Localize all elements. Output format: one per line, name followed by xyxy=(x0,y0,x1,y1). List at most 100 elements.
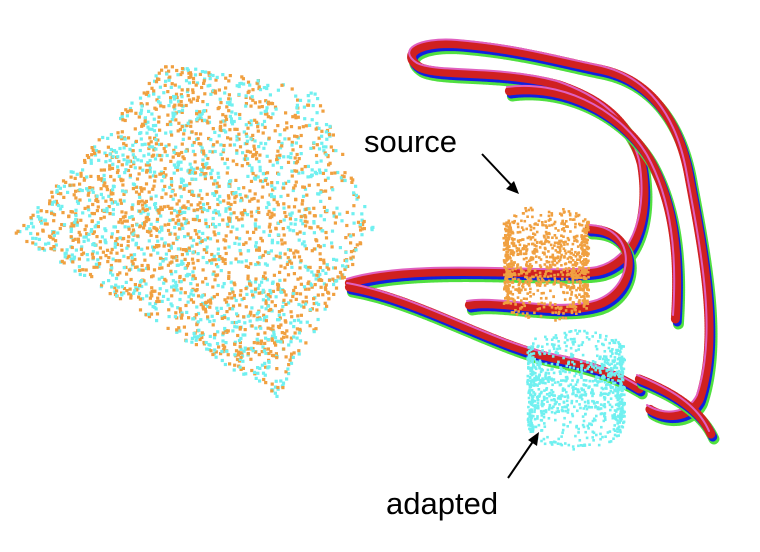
cylinder-point xyxy=(572,286,576,289)
cloud-point xyxy=(257,248,261,252)
cloud-point xyxy=(319,214,323,218)
cloud-point xyxy=(256,339,260,343)
cloud-point xyxy=(221,150,225,154)
cloud-point xyxy=(310,270,314,274)
cloud-point xyxy=(129,293,133,297)
cloud-point xyxy=(164,131,168,135)
cloud-point xyxy=(248,83,252,87)
cloud-point xyxy=(358,241,362,245)
cloud-point xyxy=(146,264,150,268)
cloud-point xyxy=(340,219,344,223)
cylinder-point xyxy=(553,241,557,245)
cloud-point xyxy=(287,343,291,347)
cloud-point xyxy=(244,123,248,127)
cloud-point xyxy=(173,208,177,213)
cylinder-point xyxy=(595,375,598,378)
cloud-point xyxy=(257,210,261,215)
cylinder-point xyxy=(550,398,553,402)
cylinder-point xyxy=(536,307,540,311)
cylinder-point xyxy=(504,229,508,233)
cloud-point xyxy=(280,238,284,242)
cylinder-point xyxy=(552,371,556,375)
cloud-point xyxy=(157,277,161,281)
cloud-point xyxy=(173,83,177,87)
cloud-point xyxy=(287,179,291,183)
cloud-point xyxy=(115,294,119,298)
cloud-point xyxy=(144,92,148,96)
cloud-point xyxy=(179,211,183,215)
cloud-point xyxy=(222,282,226,286)
cylinder-point xyxy=(512,253,515,257)
cylinder-point xyxy=(526,276,529,280)
cylinder-point xyxy=(554,441,557,444)
cylinder-point xyxy=(543,425,547,428)
cloud-point xyxy=(269,249,273,253)
cylinder-point xyxy=(580,376,583,379)
cloud-point xyxy=(179,93,183,97)
cylinder-point xyxy=(527,270,531,273)
cylinder-point xyxy=(533,382,536,386)
cloud-point xyxy=(324,283,328,287)
cylinder-point xyxy=(533,408,536,411)
cloud-point xyxy=(149,253,153,257)
cloud-point xyxy=(260,123,265,127)
cloud-point xyxy=(133,156,137,160)
cloud-point xyxy=(298,230,302,234)
cloud-point xyxy=(175,255,179,259)
cylinder-point xyxy=(571,259,575,262)
cloud-point xyxy=(144,313,148,317)
cloud-point xyxy=(160,195,164,200)
cloud-point xyxy=(41,246,45,251)
cloud-point xyxy=(242,186,246,190)
cylinder-point xyxy=(574,294,578,297)
cloud-point xyxy=(74,196,78,200)
cylinder-point xyxy=(536,240,539,244)
cylinder-point xyxy=(553,263,557,267)
cloud-point xyxy=(197,218,201,223)
cloud-point xyxy=(198,201,202,205)
cloud-point xyxy=(93,225,97,229)
cylinder-point xyxy=(520,299,523,302)
cloud-point xyxy=(125,219,129,223)
cloud-point xyxy=(140,104,144,108)
cloud-point xyxy=(249,262,253,266)
cloud-point xyxy=(34,236,38,241)
cloud-point xyxy=(237,319,241,323)
cylinder-point xyxy=(529,237,533,241)
cloud-point xyxy=(155,300,159,304)
cylinder-point xyxy=(529,352,533,356)
cloud-point xyxy=(126,136,131,140)
cloud-point xyxy=(240,217,244,221)
cloud-point xyxy=(204,70,208,74)
cloud-point xyxy=(234,349,239,353)
cloud-point xyxy=(105,210,109,214)
cloud-point xyxy=(322,149,326,153)
cloud-point xyxy=(75,199,80,204)
cloud-point xyxy=(200,331,204,335)
cloud-point xyxy=(278,278,282,282)
cloud-point xyxy=(324,271,328,275)
cylinder-point xyxy=(599,391,603,395)
cloud-point xyxy=(204,222,208,226)
cloud-point xyxy=(322,145,326,149)
cloud-point xyxy=(137,268,141,272)
cylinder-point xyxy=(508,228,511,231)
cloud-point xyxy=(281,227,285,231)
cloud-point xyxy=(216,265,220,269)
cloud-point xyxy=(261,345,265,349)
cylinder-point xyxy=(563,229,566,233)
cylinder-point xyxy=(520,305,524,309)
cylinder-point xyxy=(613,409,617,412)
cloud-point xyxy=(338,270,343,274)
cylinder-point xyxy=(610,373,613,377)
cylinder-point xyxy=(526,236,530,240)
cylinder-point xyxy=(577,344,581,348)
cloud-point xyxy=(193,276,197,281)
cylinder-point xyxy=(528,355,532,358)
cloud-point xyxy=(208,259,212,263)
cloud-point xyxy=(259,236,263,240)
cloud-point xyxy=(294,180,298,184)
cloud-point xyxy=(272,257,276,261)
cylinder-point xyxy=(551,256,555,259)
cloud-point xyxy=(236,333,240,338)
